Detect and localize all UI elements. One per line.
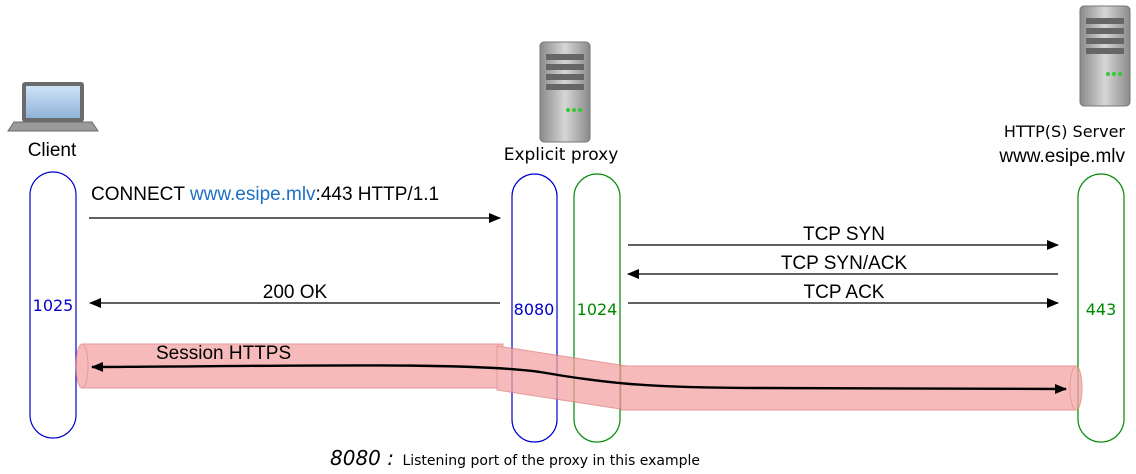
proxy-listen-port-label: 8080 xyxy=(514,300,555,319)
connect-host: www.esipe.mlv xyxy=(189,184,316,205)
server-domain: www.esipe.mlv xyxy=(998,146,1125,167)
connect-port-protocol: :443 HTTP/1.1 xyxy=(316,184,440,205)
connect-message-label: CONNECT www.esipe.mlv:443 HTTP/1.1 xyxy=(91,184,439,205)
client-label: Client xyxy=(28,140,77,161)
footnote-text: Listening port of the proxy in this exam… xyxy=(402,453,700,469)
server-port-label: 443 xyxy=(1086,300,1117,319)
session-arrow xyxy=(91,361,1067,394)
client-port-label: 1025 xyxy=(33,296,74,315)
ok-response-label: 200 OK xyxy=(263,282,328,303)
tunnel-segment-proxy xyxy=(496,345,628,411)
proxy-out-port-label: 1024 xyxy=(577,300,618,319)
footnote-port: 8080 : xyxy=(330,446,394,470)
laptop-icon xyxy=(7,82,99,132)
connect-method: CONNECT xyxy=(91,184,190,205)
session-label: Session HTTPS xyxy=(156,343,291,364)
tunnel-end-client xyxy=(75,343,89,389)
client-lifeline xyxy=(29,171,77,439)
server-label: HTTP(S) Server xyxy=(1004,122,1126,141)
tcp-synack-label: TCP SYN/ACK xyxy=(781,253,908,274)
proxy-listen-lifeline xyxy=(511,173,558,443)
proxy-server-icon xyxy=(539,41,591,143)
tcp-ack-label: TCP ACK xyxy=(804,282,885,303)
tcp-syn-label: TCP SYN xyxy=(803,224,885,245)
proxy-label: Explicit proxy xyxy=(504,145,619,165)
proxy-out-lifeline xyxy=(573,173,621,443)
server-lifeline xyxy=(1077,173,1125,443)
web-server-icon xyxy=(1079,5,1131,107)
footnote: 8080 : Listening port of the proxy in th… xyxy=(330,446,700,470)
tunnel-end-server xyxy=(1069,365,1083,411)
